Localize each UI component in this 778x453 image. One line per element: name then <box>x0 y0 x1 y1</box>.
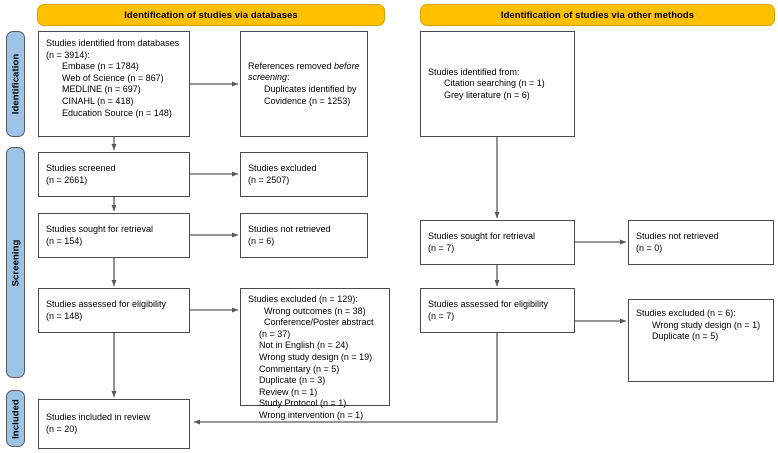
box-line: Duplicates identified by <box>264 84 357 94</box>
box-line: Studies not retrieved <box>248 223 331 234</box>
box-line: screening: <box>248 72 290 83</box>
box-assessed-eligibility-other-methods: Studies assessed for eligibility (n = 7) <box>420 288 575 333</box>
box-line: Wrong outcomes (n = 38) <box>264 305 366 316</box>
box-line: (n = 154) <box>46 235 83 246</box>
section-header-databases: Identification of studies via databases <box>37 4 385 26</box>
box-line: Not in English (n = 24) <box>259 340 349 351</box>
box-studies-screened: Studies screened (n = 2661) <box>38 152 190 197</box>
box-line: Commentary (n = 5) <box>259 363 340 374</box>
box-line: Studies included in review <box>46 412 151 423</box>
box-line: References removed before <box>248 60 360 71</box>
box-line: Conference/Poster abstract <box>264 317 374 328</box>
box-line: Studies sought for retrieval <box>46 223 154 234</box>
box-not-retrieved-other-methods: Studies not retrieved (n = 0) <box>628 220 774 265</box>
phase-tab-screening: Screening <box>6 147 25 378</box>
box-line: (n = 6) <box>248 235 275 246</box>
section-header-other-methods: Identification of studies via other meth… <box>420 4 775 26</box>
box-not-retrieved-databases: Studies not retrieved (n = 6) <box>240 213 368 258</box>
box-line: Studies not retrieved <box>636 230 719 241</box>
box-line: Studies excluded (n = 6): <box>636 308 736 318</box>
phase-tab-included: Included <box>6 390 25 447</box>
box-line: Duplicate (n = 5) <box>652 331 719 342</box>
box-studies-excluded-screening: Studies excluded (n = 2507) <box>240 152 368 197</box>
section-header-other-methods-label: Identification of studies via other meth… <box>500 9 695 21</box>
phase-tab-screening-label: Screening <box>10 239 21 286</box>
box-line: CINAHL (n = 418) <box>62 95 134 106</box>
phase-tab-identification-label: Identification <box>10 53 21 115</box>
box-line: Duplicate (n = 3) <box>259 375 326 386</box>
phase-tab-included-label: Included <box>10 398 21 439</box>
box-line: Citation searching (n = 1) <box>444 78 545 89</box>
box-line: Studies assessed for eligibility <box>46 298 167 309</box>
box-line: (n = 0) <box>636 242 663 253</box>
phase-tab-identification: Identification <box>6 31 25 137</box>
box-line: Covidence (n = 1253) <box>264 95 351 106</box>
box-line: (n = 7) <box>428 242 455 253</box>
box-line: Study Protocol (n = 1) <box>259 398 347 409</box>
box-line: Studies excluded (n = 129): <box>248 294 358 304</box>
box-line: Studies identified from: <box>428 66 520 77</box>
box-line: (n = 148) <box>46 310 83 321</box>
box-line: (n = 2507) <box>248 174 290 185</box>
section-header-databases-label: Identification of studies via databases <box>124 9 298 21</box>
box-sought-retrieval-databases: Studies sought for retrieval (n = 154) <box>38 213 190 258</box>
box-identified-other-methods: Studies identified from: Citation search… <box>420 31 575 137</box>
box-line: Wrong study design (n = 19) <box>259 351 373 362</box>
box-line: Wrong study design (n = 1) <box>652 319 761 330</box>
box-assessed-eligibility-databases: Studies assessed for eligibility (n = 14… <box>38 288 190 333</box>
box-line: Embase (n = 1784) <box>62 61 139 72</box>
box-excluded-eligibility-other-methods: Studies excluded (n = 6): Wrong study de… <box>628 299 774 382</box>
box-line: Studies screened <box>46 162 116 173</box>
box-line: Grey literature (n = 6) <box>444 89 530 100</box>
box-line: (n = 20) <box>46 424 78 434</box>
box-line: MEDLINE (n = 697) <box>62 84 141 95</box>
box-sought-retrieval-other-methods: Studies sought for retrieval (n = 7) <box>420 220 575 265</box>
box-line: Wrong intervention (n = 1) <box>259 409 364 420</box>
box-line: (n = 2661) <box>46 174 88 185</box>
box-line: (n = 3914): <box>46 49 90 60</box>
box-line: Studies sought for retrieval <box>428 230 536 241</box>
box-line: Studies identified from databases <box>46 38 180 48</box>
box-excluded-eligibility-databases: Studies excluded (n = 129): Wrong outcom… <box>240 288 390 420</box>
box-identified-databases: Studies identified from databases (n = 3… <box>38 31 190 137</box>
box-line: Studies excluded <box>248 162 317 173</box>
box-line: Web of Science (n = 867) <box>62 72 164 83</box>
box-references-removed: References removed before screening: Dup… <box>240 31 368 137</box>
box-line: Review (n = 1) <box>259 386 318 397</box>
box-line: (n = 37) <box>259 328 291 339</box>
box-included-review: Studies included in review (n = 20) <box>38 399 190 449</box>
box-line: Education Source (n = 148) <box>62 107 172 118</box>
box-line: Studies assessed for eligibility <box>428 298 549 309</box>
box-line: (n = 7) <box>428 310 455 321</box>
